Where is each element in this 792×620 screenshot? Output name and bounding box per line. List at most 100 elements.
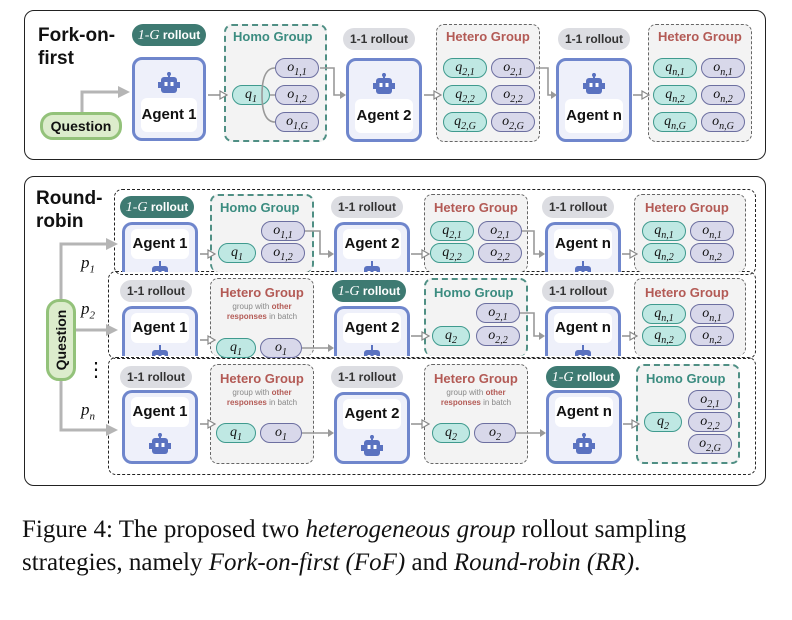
fof-o22: o2,2 (491, 85, 535, 105)
fof-ong: on,G (701, 112, 745, 132)
rr-row3-agent-2: Agent 2 (334, 392, 410, 464)
rr-row3-group2-sub: group with other responses in batch (440, 388, 512, 407)
rr-row3-badge-11b: 1-1 rollout (331, 366, 403, 388)
rr-row3-hetero-group-b (424, 364, 528, 464)
rr-row3-o21: o2,1 (688, 390, 732, 410)
rr-pn: pn (81, 400, 95, 423)
rr-row2-o22: o2,2 (476, 326, 520, 346)
rr-row1-o11: o1,1 (261, 221, 305, 241)
fof-question: Question (40, 112, 122, 140)
fof-connectors (80, 67, 651, 123)
fof-q2g: q2,G (443, 112, 487, 132)
fof-hetero-title-a: Hetero Group (446, 29, 530, 44)
fof-hetero-title-b: Hetero Group (658, 29, 742, 44)
robot-icon (373, 73, 395, 94)
fof-o12: o1,2 (275, 85, 319, 105)
rr-row1-badge-11b: 1-1 rollout (542, 196, 614, 218)
robot-icon (149, 433, 171, 454)
fof-q21: q2,1 (443, 58, 487, 78)
rr-row2-group1-sub: group with other responses in batch (226, 302, 298, 321)
robot-icon (573, 433, 595, 454)
rr-row2-group1-title: Hetero Group (220, 285, 304, 300)
rr-row3-q2h: q2 (644, 412, 682, 432)
rr-connectors (59, 230, 641, 437)
robot-icon (575, 261, 591, 272)
fof-badge-11a: 1-1 rollout (343, 28, 415, 50)
fof-on1: on,1 (701, 58, 745, 78)
fof-qng: qn,G (653, 112, 697, 132)
rr-row3-group2-title: Hetero Group (434, 371, 518, 386)
rr-row1-qn1: qn,1 (642, 221, 686, 241)
fof-agent-2: Agent 2 (346, 58, 422, 142)
rr-row1-o22: o2,2 (478, 243, 522, 263)
robot-icon (158, 72, 180, 93)
rr-row1-q21: q2,1 (430, 221, 474, 241)
rr-row3-badge-11a: 1-1 rollout (120, 366, 192, 388)
robot-icon (152, 345, 168, 356)
robot-icon (364, 345, 380, 356)
fof-badge-1g: 1-G rollout (132, 24, 206, 46)
rr-row3-group1-title: Hetero Group (220, 371, 304, 386)
rr-row3-badge-1g: 1-G rollout (546, 366, 620, 388)
rr-row2-q2: q2 (432, 326, 470, 346)
fof-qn2: qn,2 (653, 85, 697, 105)
fof-agent-n: Agent n (556, 58, 632, 142)
robot-icon (583, 73, 605, 94)
fof-title: Fork-on-first (38, 25, 116, 69)
fof-o2g: o2,G (491, 112, 535, 132)
rr-row2-on1: on,1 (690, 304, 734, 324)
rr-question: Question (46, 299, 76, 381)
rr-row3-agent-n: Agent n (546, 390, 622, 464)
fof-agent-1: Agent 1 (132, 57, 206, 141)
rr-row2-o21: o2,1 (476, 303, 520, 323)
rr-row2-badge-11a: 1-1 rollout (120, 280, 192, 302)
rr-row3-group3-title: Homo Group (646, 371, 726, 386)
rr-p2: p2 (81, 299, 95, 322)
rr-row3-q2: q2 (432, 423, 470, 443)
rr-row2-agent-n: Agent n (545, 306, 621, 356)
rr-row3-group1-sub: group with other responses in batch (226, 388, 298, 407)
rr-row1-on1: on,1 (690, 221, 734, 241)
rr-row3-o2g: o2,G (688, 434, 732, 454)
rr-row1-o21: o2,1 (478, 221, 522, 241)
fof-q22: q2,2 (443, 85, 487, 105)
robot-icon (364, 261, 380, 272)
robot-icon (152, 261, 168, 272)
rr-row1-group3-title: Hetero Group (645, 200, 729, 215)
rr-row3-o1: o1 (260, 423, 302, 443)
rr-row2-qn1: qn,1 (642, 304, 686, 324)
fof-on2: on,2 (701, 85, 745, 105)
rr-row2-group3-title: Hetero Group (645, 285, 729, 300)
rr-row1-agent-2: Agent 2 (334, 222, 410, 272)
rr-row2-on2: on,2 (690, 326, 734, 346)
rr-row1-q1: q1 (218, 243, 256, 263)
fof-o1g: o1,G (275, 112, 319, 132)
fof-homo-title: Homo Group (233, 29, 313, 44)
rr-row1-qn2: qn,2 (642, 243, 686, 263)
rr-row1-agent-1: Agent 1 (122, 222, 198, 272)
rr-row3-frame (108, 357, 756, 475)
rr-row3-agent-1: Agent 1 (122, 390, 198, 464)
rr-row1-agent-n: Agent n (545, 222, 621, 272)
rr-row1-frame (114, 189, 756, 275)
rr-row2-agent-2: Agent 2 (334, 306, 410, 356)
rr-p1: p1 (81, 253, 95, 276)
rr-row2-qn2: qn,2 (642, 326, 686, 346)
rr-row1-group2-title: Hetero Group (434, 200, 518, 215)
rr-row3-o2: o2 (474, 423, 516, 443)
rr-row2-badge-11b: 1-1 rollout (542, 280, 614, 302)
fof-qn1: qn,1 (653, 58, 697, 78)
rr-row3-o22: o2,2 (688, 412, 732, 432)
rr-row1-badge-11a: 1-1 rollout (331, 196, 403, 218)
fof-o21: o2,1 (491, 58, 535, 78)
figure-caption: Figure 4: The proposed two heterogeneous… (22, 516, 687, 576)
rr-row3-hetero-group-a (210, 364, 314, 464)
rr-row2-agent-1: Agent 1 (122, 306, 198, 356)
robot-icon (575, 345, 591, 356)
rr-row2-badge-1g: 1-G rollout (332, 280, 406, 302)
rr-row3-q1: q1 (216, 423, 256, 443)
fof-o11: o1,1 (275, 58, 319, 78)
rr-row2-q1: q1 (216, 338, 256, 358)
rr-row2-o1: o1 (260, 338, 302, 358)
rr-row1-o12: o1,2 (261, 243, 305, 263)
